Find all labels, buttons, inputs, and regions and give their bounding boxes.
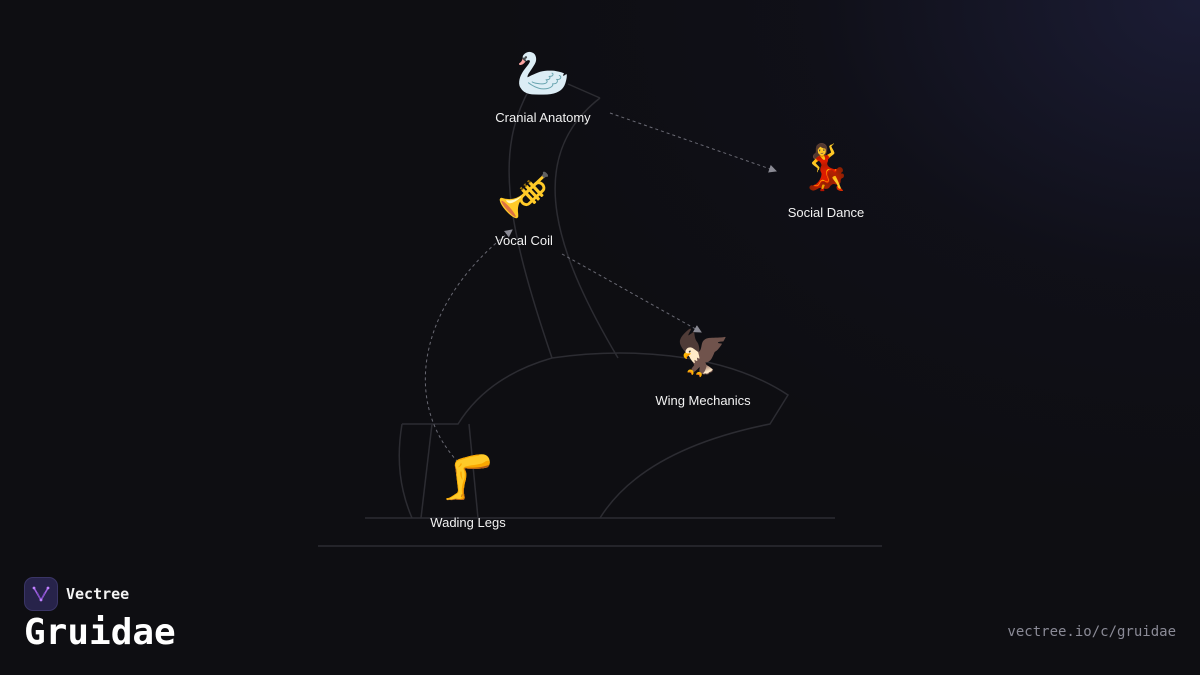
silhouette-leg-right [468, 423, 479, 519]
silhouette-belly [402, 357, 553, 425]
trumpet-icon: 🎺 [497, 170, 552, 221]
silhouette-neck-back [554, 97, 619, 359]
node-wing-mechanics[interactable]: 🦅 Wing Mechanics [655, 326, 751, 408]
silhouette-back [551, 352, 790, 519]
dancer-icon: 💃 [799, 142, 854, 193]
diagram-edges [424, 112, 777, 463]
vectree-logo-icon [24, 577, 58, 611]
node-label: Wading Legs [430, 515, 506, 530]
node-vocal-coil[interactable]: 🎺 Vocal Coil [495, 170, 553, 248]
swan-icon: 🦢 [516, 48, 571, 99]
brand[interactable]: Vectree [24, 577, 129, 611]
node-label: Wing Mechanics [655, 393, 751, 408]
node-label: Vocal Coil [495, 233, 553, 248]
edge-cranial-to-dance [609, 112, 777, 173]
silhouette-leg-mid [420, 423, 433, 519]
node-wading-legs[interactable]: 🦵 Wading Legs [430, 452, 506, 530]
node-label: Cranial Anatomy [495, 110, 591, 125]
node-label: Social Dance [788, 205, 865, 220]
crane-silhouette [318, 83, 882, 547]
page-url[interactable]: vectree.io/c/gruidae [1007, 624, 1176, 640]
edge-vocal-to-wing [561, 253, 702, 333]
silhouette-neck-inner [508, 87, 553, 359]
eagle-icon: 🦅 [676, 326, 731, 379]
brand-name: Vectree [66, 585, 130, 603]
node-cranial-anatomy[interactable]: 🦢 Cranial Anatomy [495, 48, 591, 125]
page-title: Gruidae [24, 612, 176, 653]
leg-icon: 🦵 [441, 452, 496, 503]
silhouette-leg-left [398, 423, 413, 519]
node-social-dance[interactable]: 💃 Social Dance [788, 142, 865, 220]
edge-legs-to-vocal [424, 229, 513, 463]
silhouette-neck-front [567, 83, 601, 99]
